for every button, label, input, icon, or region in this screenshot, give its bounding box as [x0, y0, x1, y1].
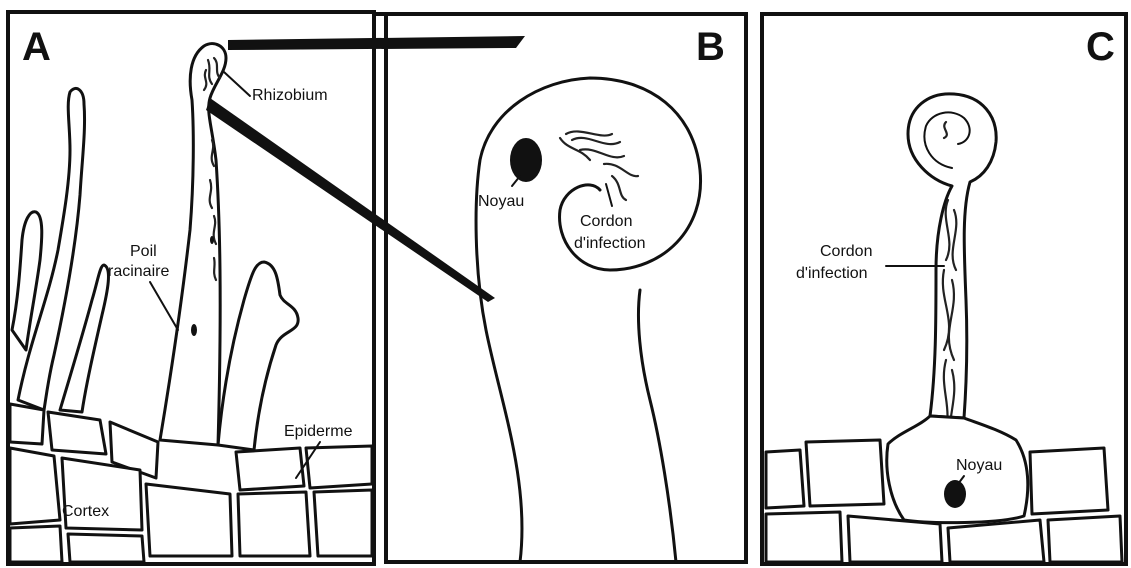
noyau-pointer-b — [512, 176, 520, 186]
nucleus-c — [944, 480, 966, 508]
cordon-label-b-line2: d'infection — [574, 235, 646, 252]
nucleus-b — [510, 138, 542, 182]
root-hair-background-4 — [218, 262, 298, 450]
panel-a: A Rhizobium Poil racinaire Epiderme Cort… — [8, 12, 525, 564]
panel-c-letter: C — [1086, 25, 1115, 69]
zoom-wedge-lower — [206, 98, 495, 302]
rhizobium-pointer — [224, 72, 250, 96]
cordon-label-b-line1: Cordon — [580, 213, 632, 230]
panel-a-letter: A — [22, 25, 51, 69]
poil-racinaire-label-line2: racinaire — [108, 263, 169, 280]
panel-b-letter: B — [696, 25, 725, 69]
zoom-wedge-upper — [228, 36, 525, 50]
panel-c: C Cordon d'infection Noyau — [762, 14, 1126, 564]
panel-b: B Noyau Cordon d'infection — [372, 14, 746, 562]
poil-racinaire-label-line1: Poil — [130, 243, 157, 260]
cortex-label: Cortex — [62, 503, 109, 520]
cordon-label-c-line1: Cordon — [820, 243, 872, 260]
panel-b-frame — [372, 14, 746, 562]
cordon-pointer-b — [606, 184, 612, 206]
cordon-label-c-line2: d'infection — [796, 265, 868, 282]
poil-racinaire-pointer — [150, 282, 178, 330]
noyau-label-b: Noyau — [478, 193, 524, 210]
enlarged-root-hair-inner — [638, 290, 676, 562]
rhizobium-label: Rhizobium — [252, 87, 328, 104]
epiderme-label: Epiderme — [284, 423, 353, 440]
noyau-label-c: Noyau — [956, 457, 1002, 474]
